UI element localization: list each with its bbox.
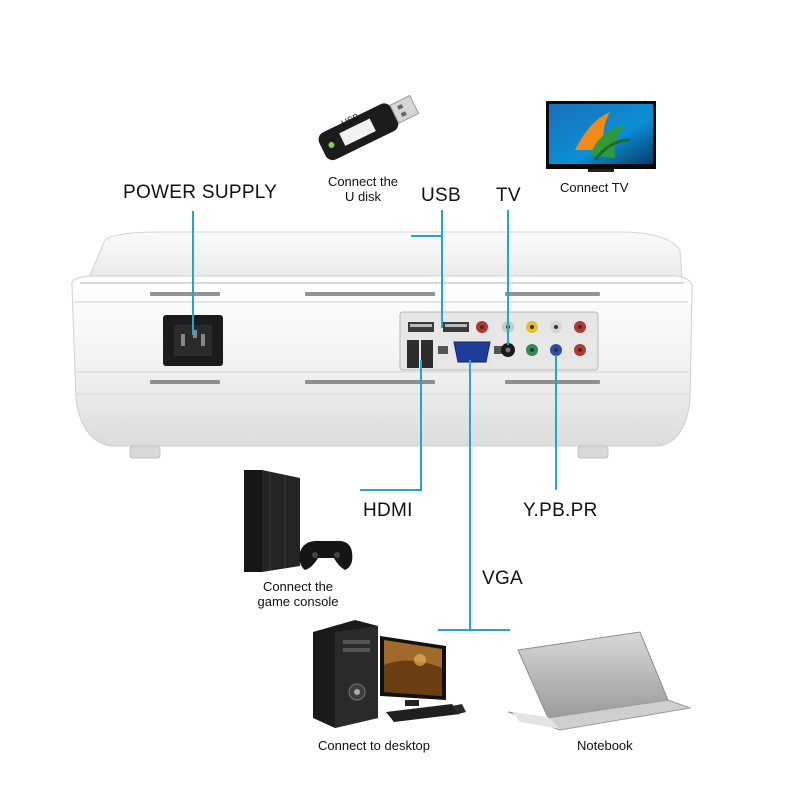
usb-label: USB [421, 185, 461, 206]
vga-label: VGA [482, 568, 524, 589]
connect-tv-caption: Connect TV [560, 180, 629, 195]
tv-callout-line [507, 210, 509, 345]
connect-u-disk-caption: Connect the U disk [318, 174, 408, 204]
connect-desktop-caption: Connect to desktop [318, 738, 431, 753]
vga-callout-line-v [469, 360, 471, 630]
hdmi-callout-line-h [360, 489, 422, 491]
usb-callout-line-v [441, 210, 443, 328]
usb-callout-line-h [411, 235, 443, 237]
ypbpr-callout-line [555, 355, 557, 490]
connect-u-disk-line2: U disk [344, 189, 382, 204]
connect-game-console-caption: Connect the game console [253, 579, 343, 609]
power-supply-label: POWER SUPPLY [123, 182, 278, 203]
tv-label: TV [496, 185, 521, 206]
ypbpr-label: Y.PB.PR [523, 500, 598, 521]
notebook-caption: Notebook [577, 738, 633, 753]
hdmi-label: HDMI [363, 500, 413, 521]
power-callout-line [192, 211, 194, 335]
connect-game-console-line2: game console [257, 594, 339, 609]
connect-game-console-line1: Connect the [262, 579, 334, 594]
connect-u-disk-line1: Connect the [327, 174, 399, 189]
hdmi-callout-line-v [420, 360, 422, 490]
vga-callout-line-h [438, 629, 510, 631]
